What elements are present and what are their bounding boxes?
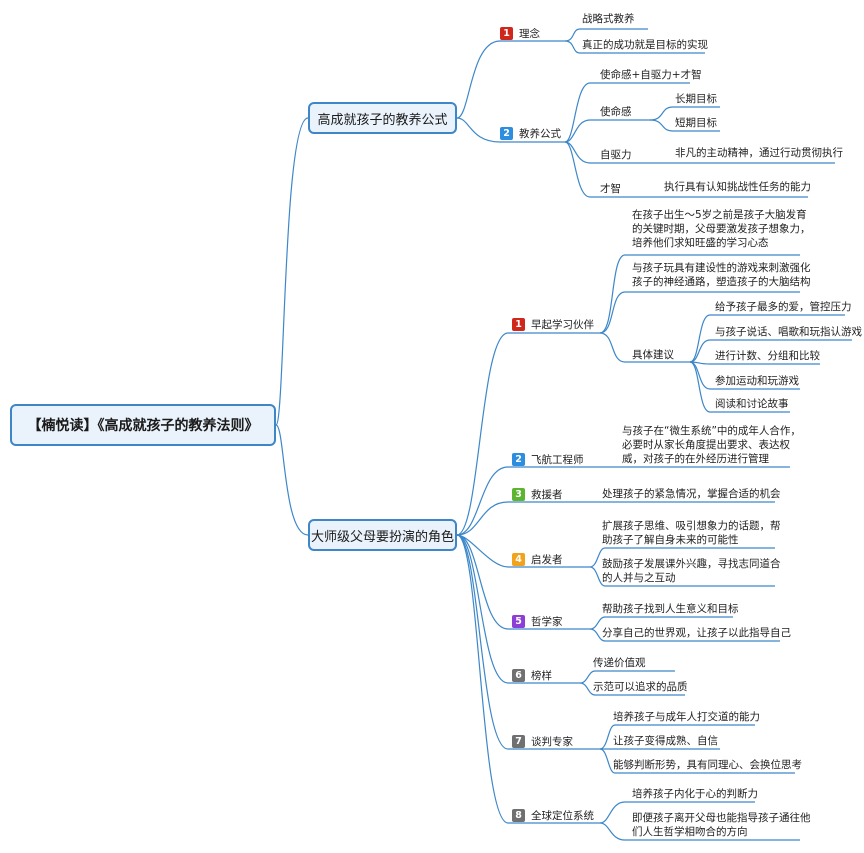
leaf-extracurricular[interactable]: 鼓励孩子发展课外兴趣，寻找志同道合 的人并与之互动: [602, 558, 781, 584]
role-label: 救援者: [531, 489, 563, 501]
leaf-qualities[interactable]: 示范可以追求的品质: [593, 681, 688, 693]
number-badge-1: 1: [500, 27, 513, 40]
number-badge-1: 1: [512, 318, 525, 331]
number-badge-2: 2: [512, 453, 525, 466]
leaf-true-success[interactable]: 真正的成功就是目标的实现: [582, 39, 708, 51]
leaf-self-drive-desc[interactable]: 非凡的主动精神，通过行动贯彻执行: [675, 147, 843, 159]
topic-concept[interactable]: 1 理念: [500, 26, 540, 41]
leaf-strategic-parenting[interactable]: 战略式教养: [582, 13, 635, 25]
role-label: 谈判专家: [531, 736, 573, 748]
root-topic[interactable]: 【楠悦读】《高成就孩子的教养法则》: [10, 404, 276, 446]
leaf-judgment[interactable]: 培养孩子内化于心的判断力: [632, 788, 758, 800]
branch-parenting-formula[interactable]: 高成就孩子的教养公式: [308, 102, 457, 134]
role-label: 启发者: [531, 554, 563, 566]
leaf-life-meaning[interactable]: 帮助孩子找到人生意义和目标: [602, 603, 739, 615]
number-badge-3: 3: [512, 488, 525, 501]
role-label: 哲学家: [531, 616, 563, 628]
role-role-model[interactable]: 6 榜样: [512, 668, 552, 683]
role-inspirer[interactable]: 4 启发者: [512, 552, 563, 567]
topic-mission[interactable]: 使命感: [600, 106, 632, 118]
number-badge-2: 2: [500, 127, 513, 140]
role-flight-engineer[interactable]: 2 飞航工程师: [512, 452, 584, 467]
role-label: 早起学习伙伴: [531, 319, 594, 331]
role-rescuer[interactable]: 3 救援者: [512, 487, 563, 502]
leaf-advice-talk-sing[interactable]: 与孩子说话、唱歌和玩指认游戏: [715, 326, 862, 338]
leaf-advice-counting[interactable]: 进行计数、分组和比较: [715, 350, 820, 362]
role-negotiator[interactable]: 7 谈判专家: [512, 734, 573, 749]
topic-specific-advice[interactable]: 具体建议: [632, 349, 674, 361]
role-philosopher[interactable]: 5 哲学家: [512, 614, 563, 629]
role-label: 榜样: [531, 670, 552, 682]
leaf-microsystem[interactable]: 与孩子在“微生系统”中的成年人合作， 必要时从家长角度提出要求、表达权 威，对孩…: [622, 425, 801, 465]
leaf-expand-thinking[interactable]: 扩展孩子思维、吸引想象力的话题，帮 助孩子了解自身未来的可能性: [602, 520, 781, 546]
leaf-long-term-goal[interactable]: 长期目标: [675, 93, 717, 105]
leaf-constructive-games[interactable]: 与孩子玩具有建设性的游戏来刺激强化 孩子的神经通路，塑造孩子的大脑结构: [632, 262, 811, 288]
leaf-brain-development[interactable]: 在孩子出生～5岁之前是孩子大脑发育 的关键时期，父母要激发孩子想象力， 培养他们…: [632, 209, 811, 249]
leaf-mature-confident[interactable]: 让孩子变得成熟、自信: [613, 735, 718, 747]
leaf-advice-reading[interactable]: 阅读和讨论故事: [715, 398, 789, 410]
leaf-advice-sports[interactable]: 参加运动和玩游戏: [715, 375, 799, 387]
number-badge-4: 4: [512, 553, 525, 566]
leaf-empathy[interactable]: 能够判断形势，具有同理心、会换位思考: [613, 759, 802, 771]
leaf-emergency[interactable]: 处理孩子的紧急情况，掌握合适的机会: [602, 488, 781, 500]
role-early-learning-partner[interactable]: 1 早起学习伙伴: [512, 317, 594, 332]
topic-label: 教养公式: [519, 128, 561, 140]
topic-self-drive[interactable]: 自驱力: [600, 149, 632, 161]
leaf-values[interactable]: 传递价值观: [593, 657, 646, 669]
leaf-guide-direction[interactable]: 即便孩子离开父母也能指导孩子通往他 们人生哲学相吻合的方向: [632, 812, 811, 838]
number-badge-5: 5: [512, 615, 525, 628]
number-badge-8: 8: [512, 809, 525, 822]
leaf-worldview[interactable]: 分享自己的世界观，让孩子以此指导自己: [602, 627, 791, 639]
number-badge-7: 7: [512, 735, 525, 748]
topic-talent[interactable]: 才智: [600, 183, 621, 195]
topic-formula[interactable]: 2 教养公式: [500, 126, 561, 141]
branch-parent-roles[interactable]: 大师级父母要扮演的角色: [308, 519, 457, 551]
leaf-formula-summary[interactable]: 使命感+自驱力+才智: [600, 69, 702, 81]
leaf-deal-with-adults[interactable]: 培养孩子与成年人打交道的能力: [613, 711, 760, 723]
role-label: 全球定位系统: [531, 810, 594, 822]
leaf-talent-desc[interactable]: 执行具有认知挑战性任务的能力: [664, 181, 811, 193]
role-label: 飞航工程师: [531, 454, 584, 466]
topic-label: 理念: [519, 28, 540, 40]
number-badge-6: 6: [512, 669, 525, 682]
role-gps[interactable]: 8 全球定位系统: [512, 808, 594, 823]
leaf-short-term-goal[interactable]: 短期目标: [675, 117, 717, 129]
leaf-advice-love[interactable]: 给予孩子最多的爱，管控压力: [715, 301, 852, 313]
